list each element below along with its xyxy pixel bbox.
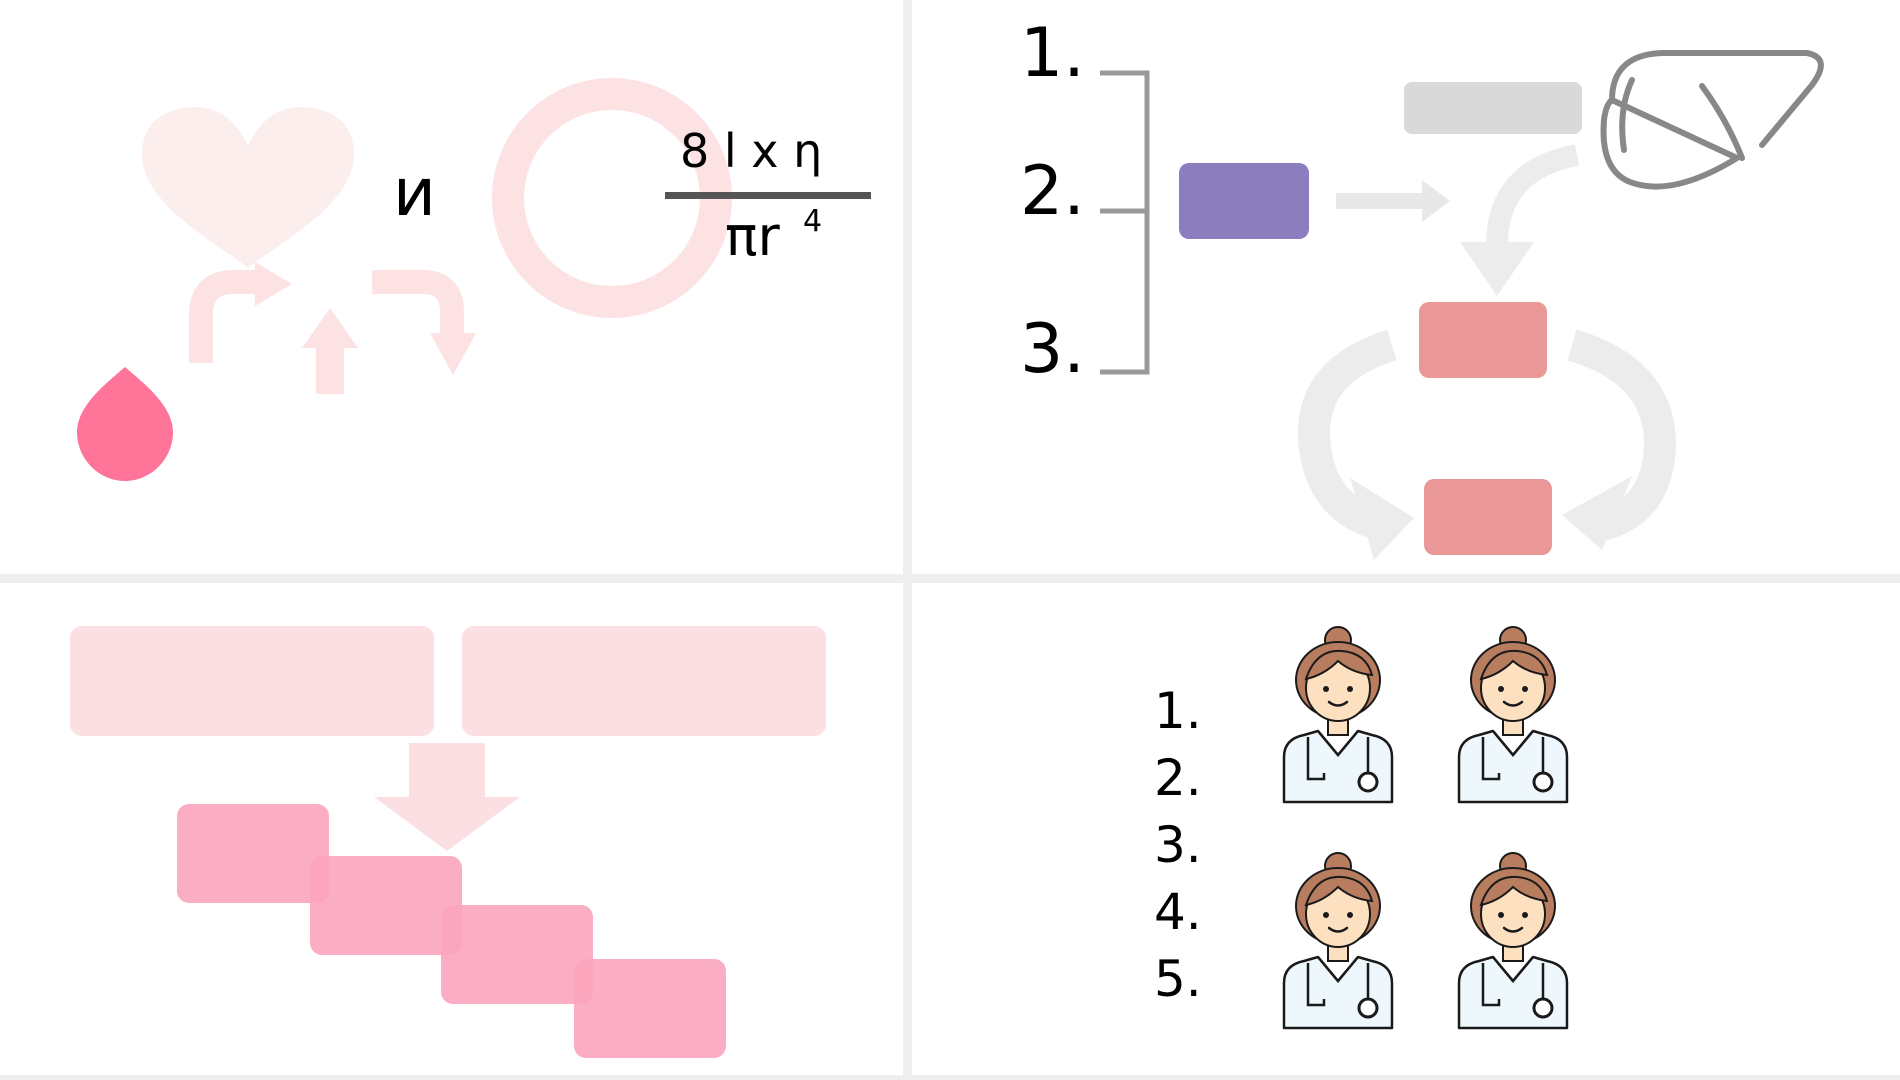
target-box-top <box>1419 302 1547 378</box>
list-number-1: 1. <box>1020 14 1085 93</box>
process-box <box>1179 163 1309 239</box>
step-box-1 <box>177 804 329 903</box>
arrow-up-icon <box>302 308 358 348</box>
curved-arrow-down-icon <box>372 270 464 336</box>
panel-bottom-right: 1. 2. 3. 4. 5. <box>912 583 1900 1075</box>
liver-lobe-line <box>1619 77 1745 161</box>
merge-arrow-icon <box>374 797 520 851</box>
curved-arrow-right-icon <box>189 270 258 363</box>
header-box-right <box>462 626 826 736</box>
fraction-bar <box>665 192 871 199</box>
arrow-right-shaft <box>1336 193 1426 209</box>
female-doctor-icon <box>1282 625 1394 804</box>
divider-vertical <box>903 0 912 1080</box>
arrow-head-down <box>1460 242 1534 296</box>
list-number-2: 2. <box>1154 749 1202 807</box>
doctor-icons <box>1282 625 1569 1030</box>
gray-box <box>1404 82 1582 134</box>
arrow-head-left-cycle <box>1350 478 1414 560</box>
arrow-up-shaft <box>316 344 344 394</box>
merge-arrow-shaft <box>409 743 485 800</box>
panel-top-left: и 8 l x η πr 4 <box>0 0 903 574</box>
list-number-3: 3. <box>1020 310 1085 389</box>
top-left-graphics <box>77 78 871 481</box>
female-doctor-icon <box>1457 851 1569 1030</box>
arrow-head-right-cycle <box>1562 476 1632 550</box>
list-bracket <box>1100 70 1150 375</box>
cycle-arrow-right-icon <box>1567 329 1677 541</box>
target-box-bottom <box>1424 479 1552 555</box>
list-number-1: 1. <box>1154 682 1202 740</box>
panel-top-right: 1. 2. 3. <box>912 0 1900 574</box>
blood-drop-icon <box>77 367 173 481</box>
list-number-4: 4. <box>1154 883 1202 941</box>
list-number-2: 2. <box>1020 152 1085 231</box>
arrow-head-down <box>430 333 476 375</box>
header-box-left <box>70 626 434 736</box>
curved-arrow-down-icon <box>1486 144 1580 246</box>
arrow-right-icon <box>1422 180 1450 222</box>
list-number-3: 3. <box>1154 816 1202 874</box>
bottom-left-graphics <box>374 743 520 851</box>
formula-exponent: 4 <box>803 204 823 239</box>
step-box-3 <box>441 905 593 1004</box>
top-right-graphics <box>1100 50 1824 560</box>
letter-i-cyrillic: и <box>393 154 436 231</box>
female-doctor-icon <box>1457 625 1569 804</box>
arrow-head-right <box>255 262 292 306</box>
formula-denominator: πr <box>725 205 780 268</box>
divider-bottom <box>0 1075 1900 1080</box>
list-number-5: 5. <box>1154 950 1202 1008</box>
step-box-4 <box>574 959 726 1058</box>
formula-numerator: 8 l x η <box>680 124 823 178</box>
heart-icon <box>142 107 354 268</box>
liver-outline-icon <box>1600 50 1824 190</box>
cycle-arrow-left-icon <box>1297 329 1397 541</box>
female-doctor-icon <box>1282 851 1394 1030</box>
panel-bottom-left <box>0 583 903 1075</box>
step-box-2 <box>310 856 462 955</box>
divider-horizontal <box>0 574 1900 583</box>
